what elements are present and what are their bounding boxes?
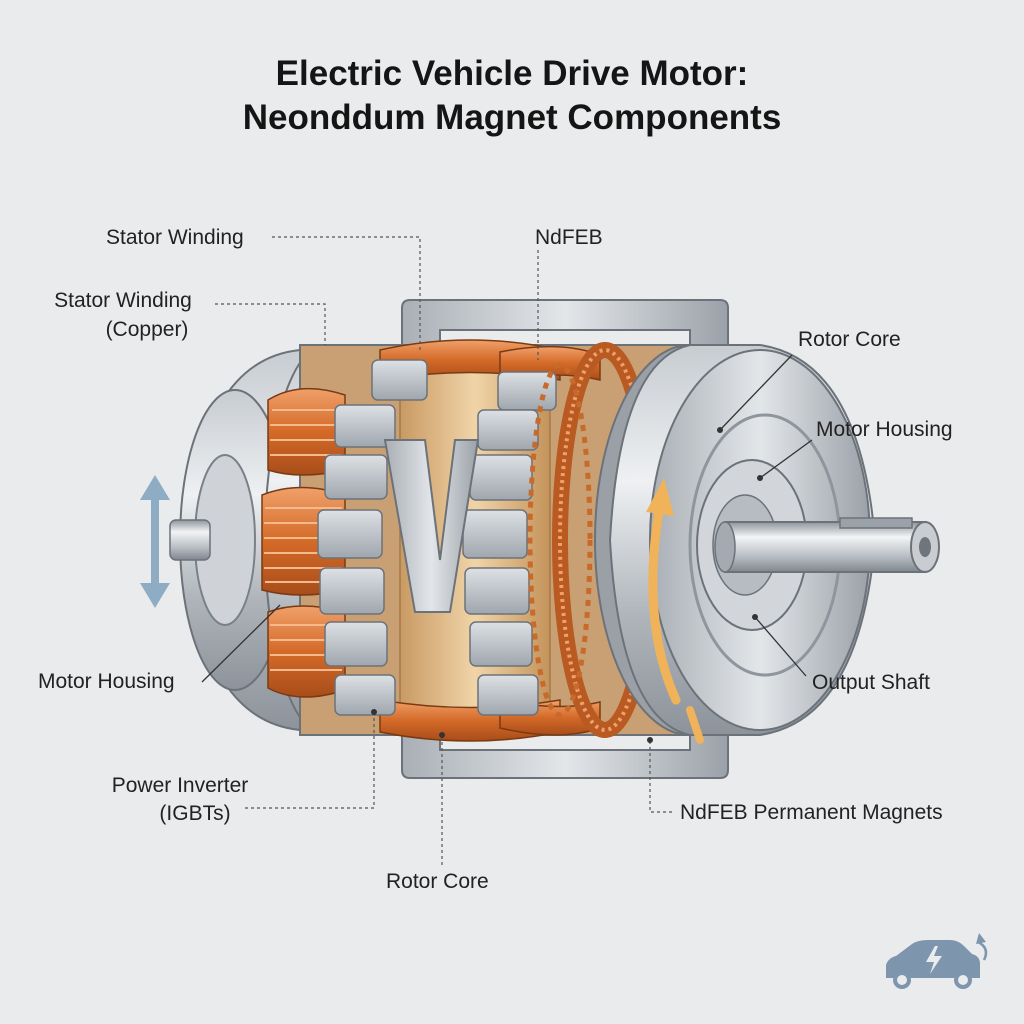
label-ndfeb-permanent-magnets: NdFEB Permanent Magnets [680, 801, 943, 824]
label-stator-winding-copper-sub: (Copper) [106, 318, 189, 341]
label-rotor-core-bottom: Rotor Core [386, 870, 489, 893]
label-stator-winding-copper: Stator Winding [54, 289, 192, 312]
electric-car-icon [886, 933, 988, 989]
motor-body [140, 299, 940, 779]
stator-teeth-left [317, 359, 428, 716]
housing-top-bracket [401, 299, 729, 346]
label-stator-winding: Stator Winding [106, 226, 244, 249]
output-shaft [714, 517, 940, 573]
label-rotor-core-top: Rotor Core [798, 328, 901, 351]
left-shaft-stub [169, 519, 211, 561]
label-motor-housing-left: Motor Housing [38, 670, 175, 693]
label-power-inverter-sub: (IGBTs) [159, 802, 230, 825]
label-motor-housing-right: Motor Housing [816, 418, 953, 441]
label-ndfeb: NdFEB [535, 226, 603, 249]
label-power-inverter: Power Inverter [112, 774, 249, 797]
vertical-arrow-icon [140, 475, 170, 608]
rotation-arrow-icon [646, 478, 704, 744]
housing-bottom-bracket [401, 734, 729, 779]
page-title: Electric Vehicle Drive Motor: Neonddum M… [0, 52, 1024, 140]
stator-teeth-right [462, 371, 557, 716]
part-labels: Stator Winding Stator Winding (Copper) N… [38, 226, 953, 893]
title-line-2: Neonddum Magnet Components [242, 98, 782, 137]
title-line-1: Electric Vehicle Drive Motor: [275, 54, 749, 93]
rotor-v-hub [383, 439, 480, 613]
leader-lines [201, 236, 813, 865]
label-output-shaft: Output Shaft [812, 671, 930, 694]
